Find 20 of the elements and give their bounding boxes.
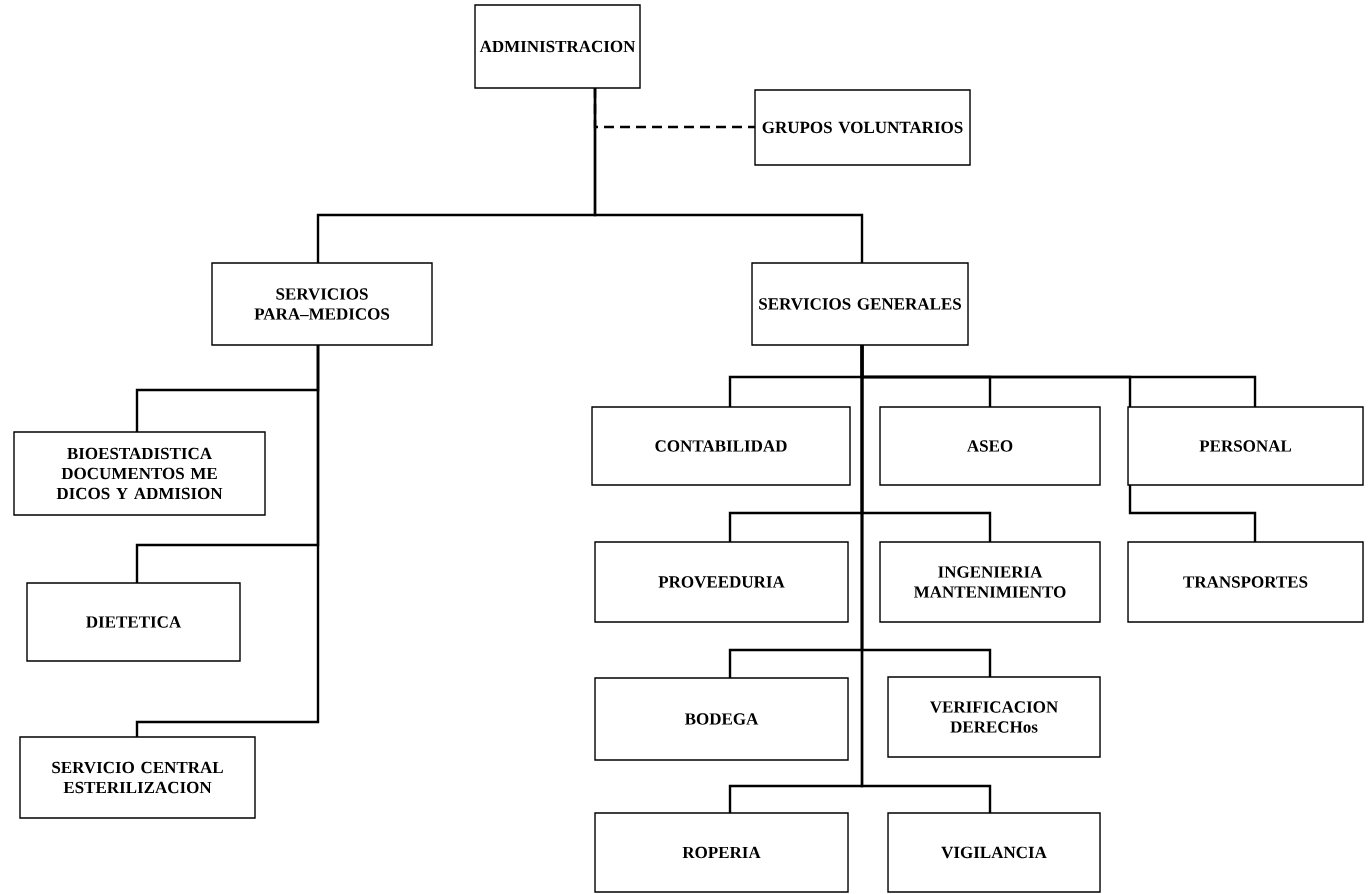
department-box: BIOESTADISTICA DOCUMENTOS ME DICOS Y ADMISION: [13, 431, 266, 516]
connector-line: [593, 88, 864, 263]
department-box: ROPERIA: [594, 812, 849, 893]
department-box: CONTABILIDAD: [591, 406, 851, 486]
department-box: SERVICIOS PARA–MEDICOS: [211, 262, 433, 346]
department-box: GRUPOS VOLUNTARIOS: [754, 89, 971, 166]
connector-line: [860, 345, 992, 813]
department-box: VIGILANCIA: [887, 812, 1101, 893]
department-box: INGENIERIA MANTENIMIENTO: [879, 541, 1101, 623]
department-box: ASEO: [879, 406, 1101, 486]
department-box: BODEGA: [594, 677, 849, 761]
department-box: PROVEEDURIA: [594, 541, 849, 623]
department-box: ADMINISTRACION: [474, 4, 641, 89]
department-box: DIETETICA: [26, 582, 241, 662]
department-box: PERSONAL: [1127, 406, 1364, 486]
department-box: SERVICIO CENTRAL ESTERILIZACION: [19, 736, 256, 819]
department-box: TRANSPORTES: [1127, 541, 1364, 623]
department-box: SERVICIOS GENERALES: [751, 262, 969, 346]
department-box: VERIFICACION DERECHos: [887, 676, 1101, 758]
connector-line: [135, 345, 320, 737]
